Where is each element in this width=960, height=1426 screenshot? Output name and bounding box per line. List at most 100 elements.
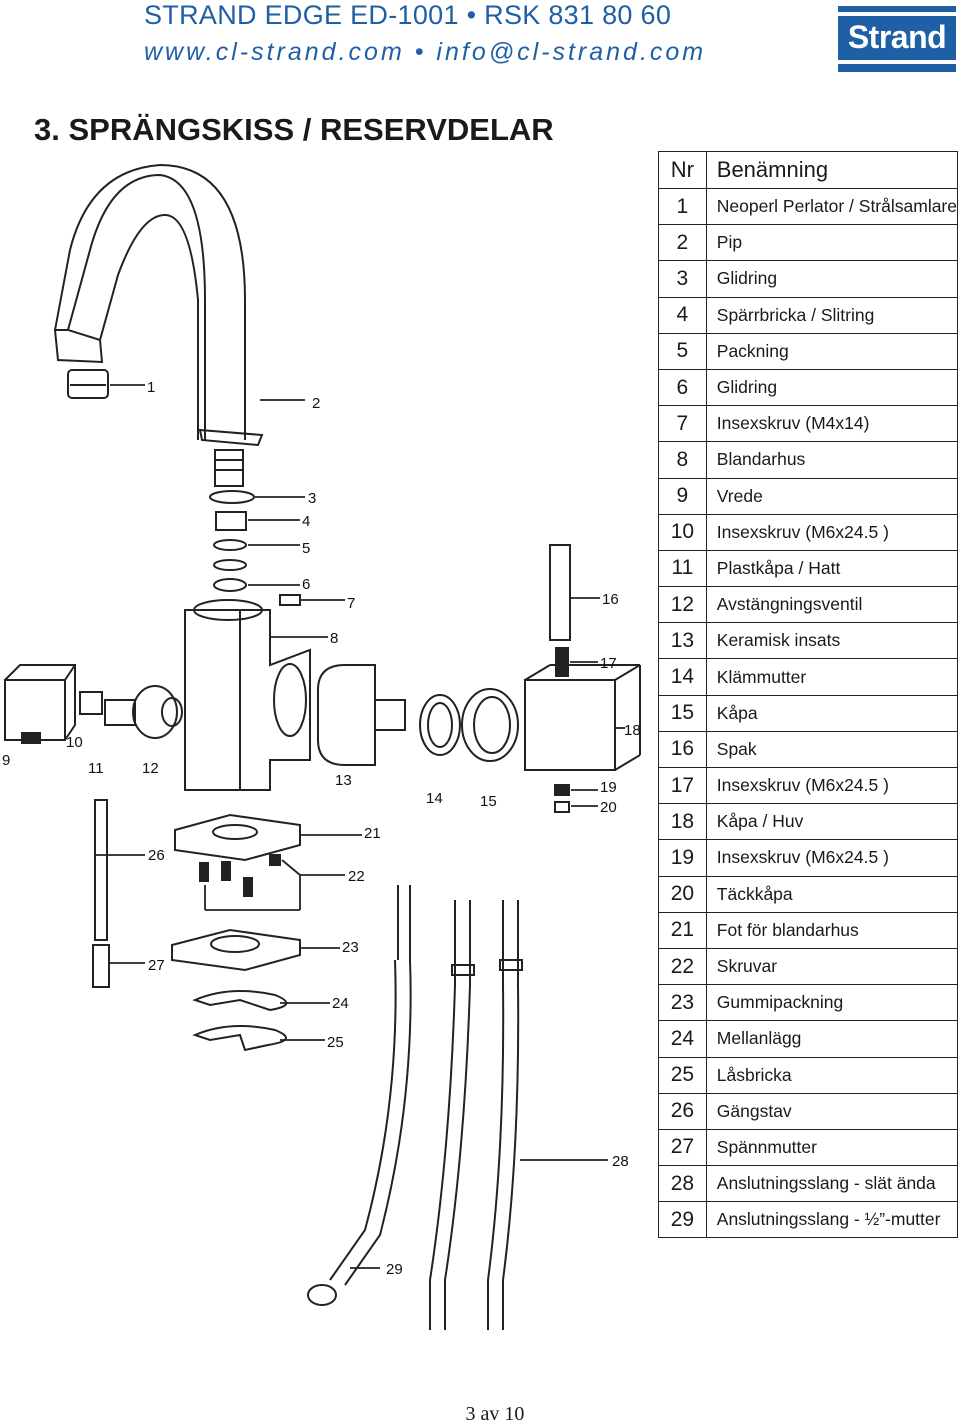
part-number: 10 <box>658 513 707 551</box>
part-name: Insexskruv (M6x24.5 ) <box>705 513 959 551</box>
parts-table-header: Nr Benämning <box>658 151 959 189</box>
callout-label: 4 <box>302 513 310 530</box>
callout-label: 6 <box>302 576 310 593</box>
part-name: Vrede <box>705 477 959 515</box>
callout-label: 27 <box>148 957 165 974</box>
contact-line: www.cl-strand.com • info@cl-strand.com <box>144 38 707 66</box>
spout-outline <box>66 173 206 440</box>
part-name: Kåpa / Huv <box>705 803 959 841</box>
callout-label: 12 <box>142 760 159 777</box>
callout-label: 28 <box>612 1153 629 1170</box>
part-number: 26 <box>658 1092 707 1130</box>
part-number: 28 <box>658 1165 707 1203</box>
callout-label: 3 <box>308 490 316 507</box>
part-number: 12 <box>658 586 707 624</box>
part-name: Blandarhus <box>705 441 959 479</box>
part-number: 2 <box>658 224 707 262</box>
part-name: Låsbricka <box>705 1056 959 1094</box>
callout-label: 14 <box>426 790 443 807</box>
part-number: 15 <box>658 694 707 732</box>
callout-label: 18 <box>624 722 641 739</box>
callout-label: 15 <box>480 793 497 810</box>
part-number: 27 <box>658 1128 707 1167</box>
callout-label: 11 <box>88 760 104 777</box>
part-name: Plastkåpa / Hatt <box>705 549 959 588</box>
part-name: Anslutningsslang - ½”-mutter <box>705 1201 959 1239</box>
callout-label: 19 <box>600 779 617 796</box>
callout-label: 24 <box>332 995 349 1012</box>
part-number: 5 <box>658 332 707 370</box>
part-name: Gängstav <box>705 1092 959 1130</box>
callout-label: 5 <box>302 540 310 557</box>
part-name: Kåpa <box>705 694 959 732</box>
callout-label: 22 <box>348 868 365 885</box>
part-name: Klämmutter <box>705 658 959 696</box>
part-number: 13 <box>658 622 707 660</box>
part-name: Insexskruv (M6x24.5 ) <box>705 766 959 805</box>
callout-label: 13 <box>335 772 352 789</box>
callout-label: 2 <box>312 395 320 412</box>
part-number: 17 <box>658 766 707 805</box>
part-name: Keramisk insats <box>705 622 959 660</box>
part-number: 19 <box>658 839 707 877</box>
part-number: 6 <box>658 368 707 407</box>
product-title: STRAND EDGE ED-1001 • RSK 831 80 60 <box>144 0 672 30</box>
callout-label: 7 <box>347 595 355 612</box>
part-number: 16 <box>658 730 707 769</box>
part-name: Täckkåpa <box>705 875 959 913</box>
part-name: Pip <box>705 224 959 262</box>
section-title: 3. SPRÄNGSKISS / RESERVDELAR <box>34 112 554 147</box>
part-name: Spännmutter <box>705 1128 959 1167</box>
part-name: Fot för blandarhus <box>705 911 959 949</box>
callout-label: 29 <box>386 1261 403 1278</box>
logo-text: Strand <box>847 19 947 55</box>
part-name: Glidring <box>705 260 959 298</box>
part-number: 14 <box>658 658 707 696</box>
part-number: 21 <box>658 911 707 949</box>
strand-logo: Strand <box>838 6 956 72</box>
part-number: 8 <box>658 441 707 479</box>
callout-label: 8 <box>330 630 338 647</box>
callout-label: 16 <box>602 591 619 608</box>
part-name: Anslutningsslang - slät ända <box>705 1165 959 1203</box>
callout-label: 21 <box>364 825 381 842</box>
part-number: 11 <box>658 549 707 588</box>
header-name: Benämning <box>705 151 959 189</box>
part-number: 29 <box>658 1201 707 1239</box>
part-name: Avstängningsventil <box>705 586 959 624</box>
part-name: Insexskruv (M4x14) <box>705 405 959 443</box>
callout-label: 9 <box>2 752 10 769</box>
part-number: 7 <box>658 405 707 443</box>
part-name: Neoperl Perlator / Strålsamlare <box>705 187 959 226</box>
part-number: 3 <box>658 260 707 298</box>
part-name: Mellanlägg <box>705 1020 959 1058</box>
callout-label: 17 <box>600 655 617 672</box>
part-name: Packning <box>705 332 959 370</box>
part-name: Spärrbricka / Slitring <box>705 296 959 334</box>
part-name: Spak <box>705 730 959 769</box>
part-number: 24 <box>658 1020 707 1058</box>
